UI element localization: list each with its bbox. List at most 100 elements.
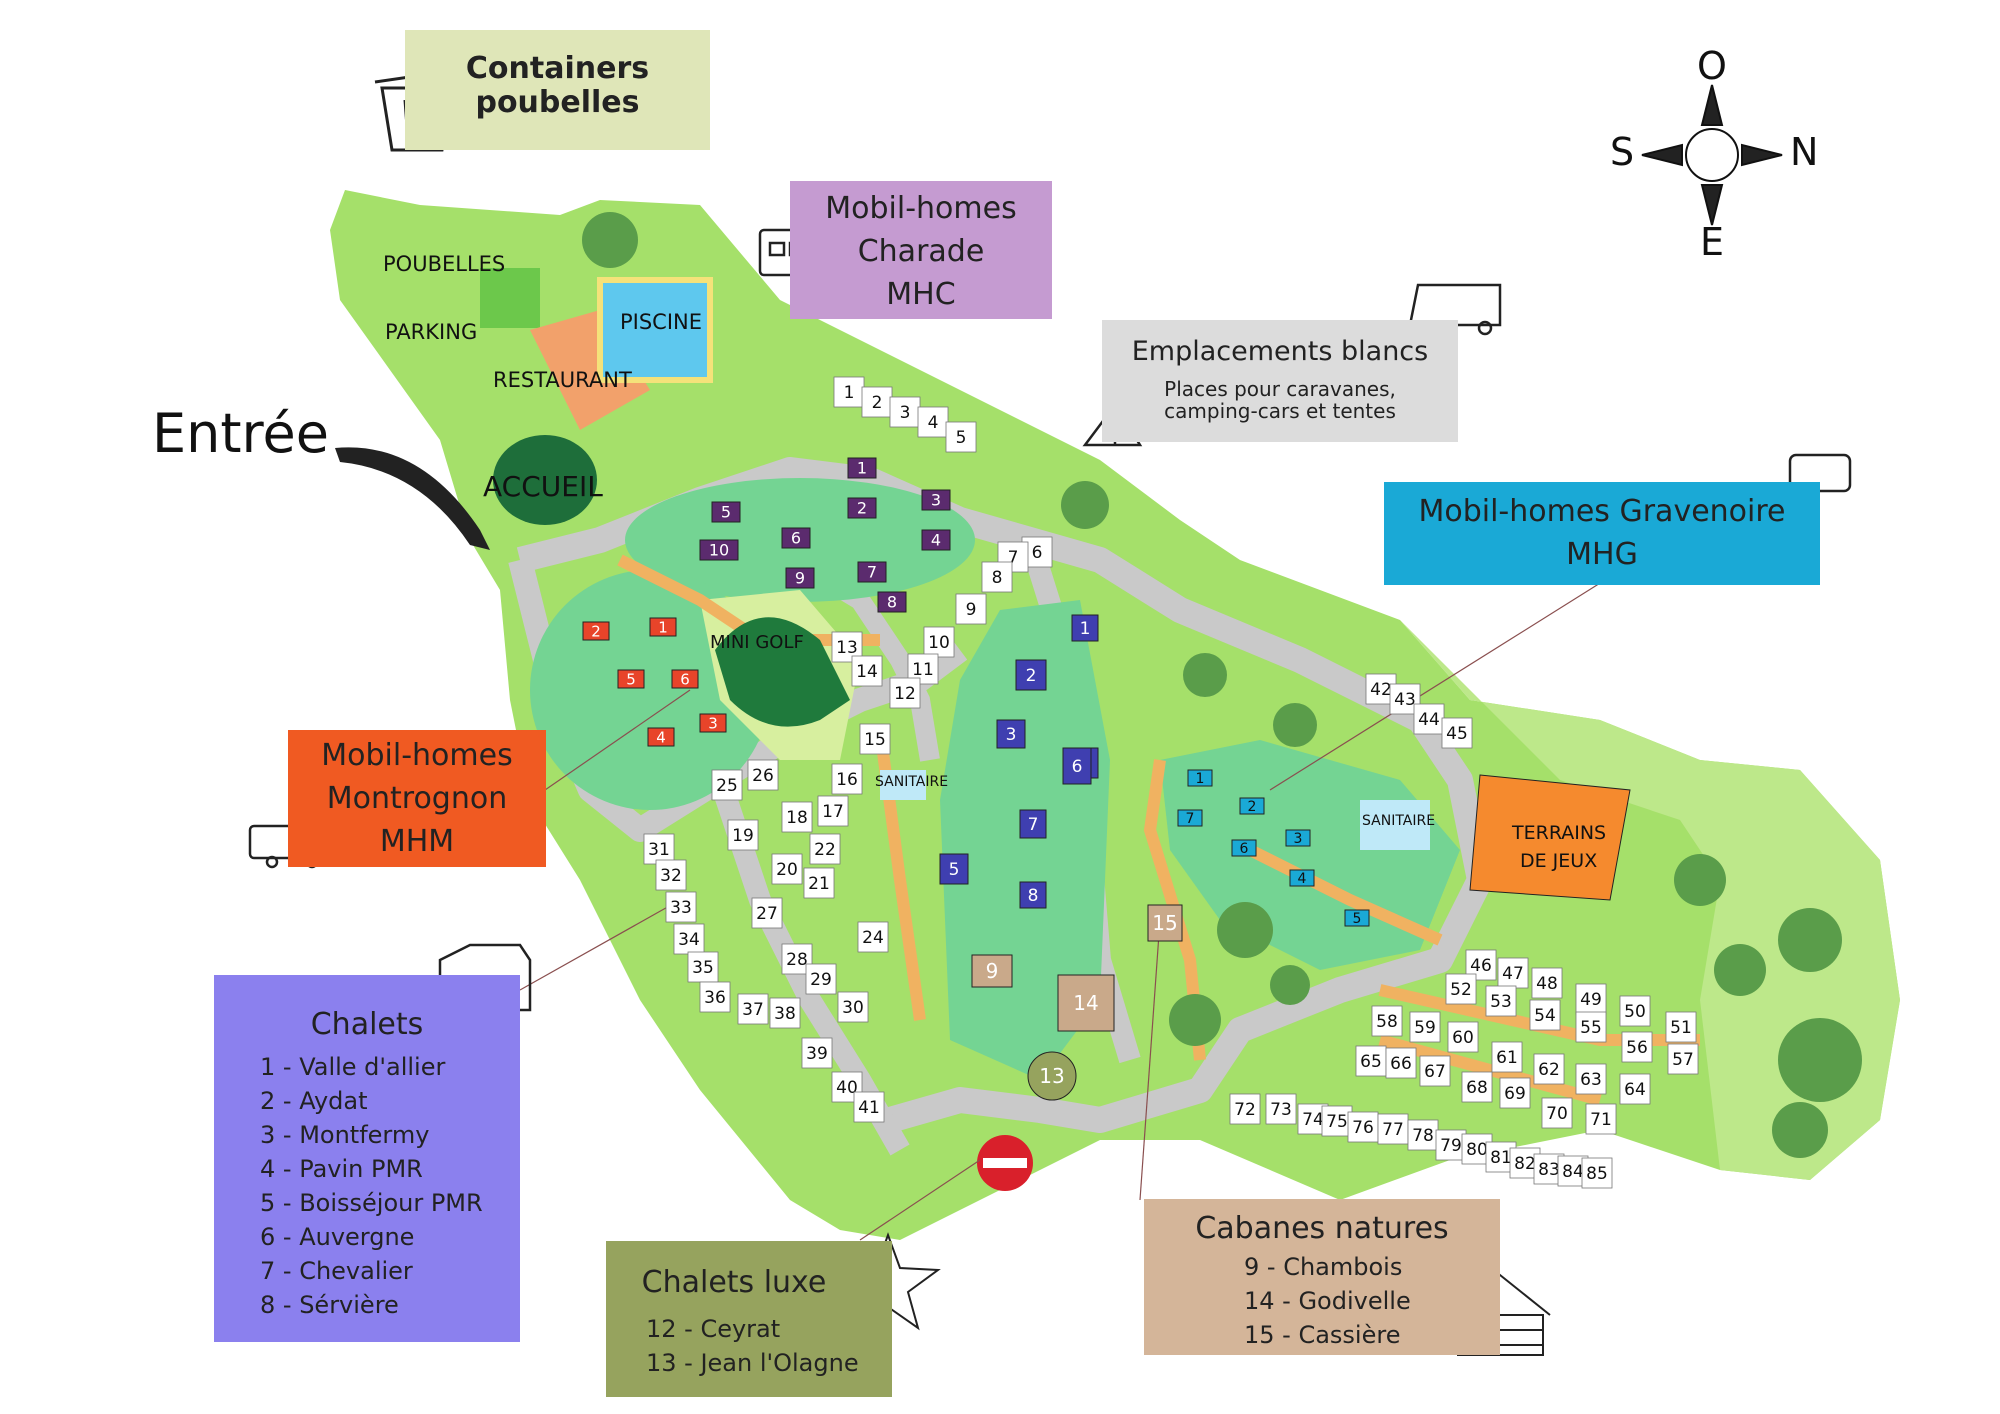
label-de-jeux: DE JEUX [1520, 850, 1598, 872]
unit-mhg-1: 1 [1187, 769, 1213, 787]
pitch-60: 60 [1447, 1021, 1479, 1053]
pitch-8-label: 8 [992, 568, 1003, 588]
legend-gravenoire: Mobil-homes Gravenoire MHG [1384, 482, 1820, 585]
pitch-49: 49 [1575, 983, 1607, 1015]
pitch-15: 15 [859, 723, 891, 755]
unit-chalet-2: 2 [1015, 659, 1047, 691]
label-parking: PARKING [385, 320, 478, 344]
pitch-66: 66 [1385, 1047, 1417, 1079]
pitch-11: 11 [907, 653, 939, 685]
pitch-1: 1 [833, 376, 865, 408]
pitch-73: 73 [1265, 1093, 1297, 1125]
pitch-78-label: 78 [1412, 1126, 1434, 1146]
label-restaurant: RESTAURANT [493, 368, 632, 392]
pitch-4: 4 [917, 406, 949, 438]
legend-blancs-sub1: Places pour caravanes, [1164, 377, 1396, 401]
pitch-57-label: 57 [1672, 1050, 1694, 1070]
legend-cabanes: Cabanes natures 9 - Chambois 14 - Godive… [1144, 1199, 1500, 1355]
pitch-18: 18 [781, 801, 813, 833]
list-item: 7 - Chevalier [260, 1257, 413, 1285]
unit-mhg-7-label: 7 [1186, 811, 1195, 827]
pitch-22-label: 22 [814, 840, 836, 860]
unit-mhc-4: 4 [921, 529, 951, 551]
pitch-59: 59 [1409, 1011, 1441, 1043]
pitch-60-label: 60 [1452, 1028, 1474, 1048]
list-item: 3 - Montfermy [260, 1121, 430, 1149]
pitch-19-label: 19 [732, 826, 754, 846]
pool [597, 277, 713, 383]
pitch-71-label: 71 [1590, 1110, 1612, 1130]
unit-luxe-13: 13 [1027, 1051, 1077, 1101]
pitch-61: 61 [1491, 1041, 1523, 1073]
pitch-13-label: 13 [836, 638, 858, 658]
legend-montrognon-line2: Montrognon [326, 781, 508, 816]
pitch-36-label: 36 [704, 988, 726, 1008]
pitch-22: 22 [809, 833, 841, 865]
unit-mhg-5-label: 5 [1353, 911, 1362, 927]
caravan-icon-mhg [1788, 453, 1852, 493]
unit-chalet-5: 5 [939, 853, 969, 885]
pitch-53: 53 [1485, 985, 1517, 1017]
list-item: 1 - Valle d'allier [260, 1053, 446, 1081]
pitch-66-label: 66 [1390, 1054, 1412, 1074]
unit-chalet-7-label: 7 [1028, 815, 1039, 835]
unit-mhc-1-label: 1 [857, 459, 867, 478]
pitch-43-label: 43 [1394, 690, 1416, 710]
unit-mhm-3-label: 3 [708, 714, 718, 732]
unit-mhc-1: 1 [847, 457, 877, 479]
pitch-17: 17 [817, 795, 849, 827]
unit-mhc-10-label: 10 [709, 541, 729, 560]
unit-mhm-5-label: 5 [626, 670, 636, 688]
unit-mhm-6: 6 [671, 669, 699, 689]
accueil-building [493, 435, 597, 525]
pitch-54-label: 54 [1534, 1006, 1556, 1026]
pitch-62-label: 62 [1538, 1060, 1560, 1080]
pitch-69: 69 [1499, 1077, 1531, 1109]
compass-south: S [1610, 130, 1635, 174]
trees [582, 212, 1862, 1158]
unit-mhc-8-label: 8 [887, 593, 897, 612]
pitch-12: 12 [889, 677, 921, 709]
pitch-39: 39 [801, 1037, 833, 1069]
pitch-14-label: 14 [856, 662, 878, 682]
unit-mhc-2-label: 2 [857, 499, 867, 518]
pitch-53-label: 53 [1490, 992, 1512, 1012]
pitch-10: 10 [923, 626, 955, 658]
pitch-9-label: 9 [966, 600, 977, 620]
legend-gravenoire-line1: Mobil-homes Gravenoire [1418, 494, 1786, 529]
pitch-63-label: 63 [1580, 1070, 1602, 1090]
pitch-67-label: 67 [1424, 1062, 1446, 1082]
pitch-9: 9 [955, 593, 987, 625]
pitch-45: 45 [1441, 717, 1473, 749]
pitch-75: 75 [1321, 1105, 1353, 1137]
list-item: 2 - Aydat [260, 1087, 368, 1115]
list-item: 13 - Jean l'Olagne [646, 1349, 859, 1377]
pitch-47: 47 [1497, 957, 1529, 989]
unit-mhm-5: 5 [617, 669, 645, 689]
sanitaire-1 [880, 770, 926, 800]
pitch-34: 34 [673, 923, 705, 955]
terrains-de-jeux [1469, 774, 1631, 901]
unit-chalet-2-label: 2 [1026, 666, 1037, 686]
pitch-76: 76 [1347, 1111, 1379, 1143]
pitch-17-label: 17 [822, 802, 844, 822]
unit-mhc-5: 5 [711, 501, 741, 523]
unit-mhg-6-label: 6 [1240, 841, 1249, 857]
unit-mhm-4: 4 [647, 727, 675, 747]
label-sanitaire-2: SANITAIRE [1362, 813, 1436, 829]
compass-north: N [1790, 130, 1819, 174]
pitch-85: 85 [1581, 1157, 1613, 1189]
pitch-69-label: 69 [1504, 1084, 1526, 1104]
unit-mhg-2: 2 [1239, 797, 1265, 815]
pitch-37-label: 37 [742, 1000, 764, 1020]
unit-mhc-5-label: 5 [721, 503, 731, 522]
unit-mhg-4-label: 4 [1298, 871, 1307, 887]
pitch-35-label: 35 [692, 958, 714, 978]
list-item: 12 - Ceyrat [646, 1315, 781, 1343]
legend-containers: Containers poubelles [405, 30, 710, 150]
pitch-33-label: 33 [670, 898, 692, 918]
pitch-77: 77 [1377, 1113, 1409, 1145]
pitch-7-label: 7 [1008, 548, 1019, 568]
pitch-30-label: 30 [842, 998, 864, 1018]
pitch-70: 70 [1541, 1097, 1573, 1129]
